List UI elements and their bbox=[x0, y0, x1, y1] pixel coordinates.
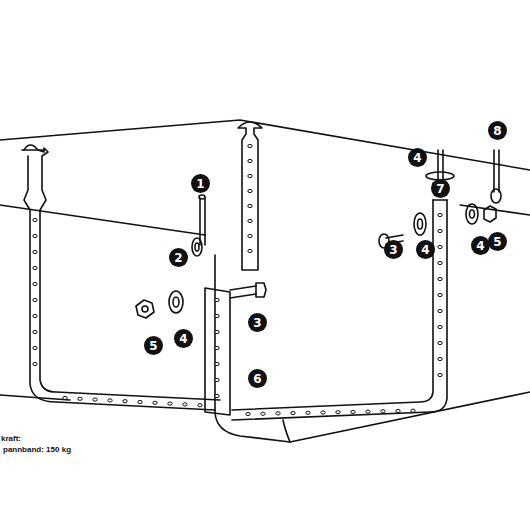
strap-hole bbox=[63, 396, 67, 399]
strap-hole bbox=[438, 357, 442, 360]
strap-hole bbox=[33, 362, 37, 365]
strap-hole bbox=[248, 174, 252, 177]
strap-hole bbox=[33, 346, 37, 349]
strap-hole bbox=[248, 249, 252, 252]
strap-hole bbox=[438, 261, 442, 264]
strap-hole bbox=[33, 218, 37, 221]
strap-hole bbox=[138, 400, 142, 403]
strap-hole bbox=[93, 398, 97, 401]
note-text: pannband: 150 kg bbox=[2, 445, 72, 454]
strap-hole bbox=[438, 373, 442, 376]
strap-hole bbox=[438, 325, 442, 328]
strap-hole bbox=[246, 412, 250, 415]
strap-hole bbox=[248, 144, 252, 147]
strap-hole bbox=[123, 400, 127, 403]
strap-hole bbox=[153, 401, 157, 404]
strap-hole bbox=[248, 219, 252, 222]
callout-number: 4 bbox=[471, 236, 490, 255]
strap-hole bbox=[321, 411, 325, 414]
callout-number: 1 bbox=[191, 174, 210, 193]
strap-hole bbox=[438, 293, 442, 296]
callout-number: 5 bbox=[144, 336, 163, 355]
strap-hole bbox=[108, 399, 112, 402]
strap-hole bbox=[33, 282, 37, 285]
callout-number: 5 bbox=[488, 232, 507, 251]
strap-hole bbox=[336, 411, 340, 414]
strap-hole bbox=[248, 234, 252, 237]
strap-hole bbox=[261, 412, 265, 415]
strap-hole bbox=[33, 266, 37, 269]
strap-hole bbox=[215, 330, 219, 333]
callout-number: 3 bbox=[248, 313, 267, 332]
strap-hole bbox=[248, 159, 252, 162]
strap-hole bbox=[33, 250, 37, 253]
strap-hole bbox=[215, 314, 219, 317]
strap-hole bbox=[276, 412, 280, 415]
strap-hole bbox=[381, 410, 385, 413]
strap-hole bbox=[306, 411, 310, 414]
strap-hole bbox=[248, 204, 252, 207]
strap-hole bbox=[215, 298, 219, 301]
strap-hole bbox=[78, 397, 82, 400]
strap-hole bbox=[33, 298, 37, 301]
note-text: kraft: bbox=[0, 434, 22, 443]
strap-hole bbox=[438, 309, 442, 312]
strap-hole bbox=[198, 404, 202, 407]
callout-number: 4 bbox=[408, 148, 427, 167]
strap-hole bbox=[215, 378, 219, 381]
callout-number: 6 bbox=[248, 369, 267, 388]
strap-hole bbox=[215, 346, 219, 349]
strap-hole bbox=[438, 229, 442, 232]
strap-hole bbox=[183, 403, 187, 406]
strap-hole bbox=[438, 245, 442, 248]
callout-number: 4 bbox=[174, 329, 193, 348]
strap-hole bbox=[215, 362, 219, 365]
strap-hole bbox=[411, 409, 415, 412]
strap-hole bbox=[168, 402, 172, 405]
strap-hole bbox=[33, 330, 37, 333]
strap-hole bbox=[351, 410, 355, 413]
strap-hole bbox=[438, 213, 442, 216]
strap-hole bbox=[366, 410, 370, 413]
callout-number: 7 bbox=[431, 179, 450, 198]
strap-hole bbox=[438, 277, 442, 280]
strap-hole bbox=[33, 314, 37, 317]
callout-number: 4 bbox=[416, 240, 435, 259]
strap-hole bbox=[33, 234, 37, 237]
callout-number: 3 bbox=[384, 240, 403, 259]
strap-hole bbox=[291, 412, 295, 415]
strap-hole bbox=[438, 341, 442, 344]
callout-number: 8 bbox=[488, 121, 507, 140]
callout-number: 2 bbox=[169, 248, 188, 267]
strap-hole bbox=[248, 189, 252, 192]
strap-hole bbox=[396, 409, 400, 412]
strap-hole bbox=[215, 394, 219, 397]
